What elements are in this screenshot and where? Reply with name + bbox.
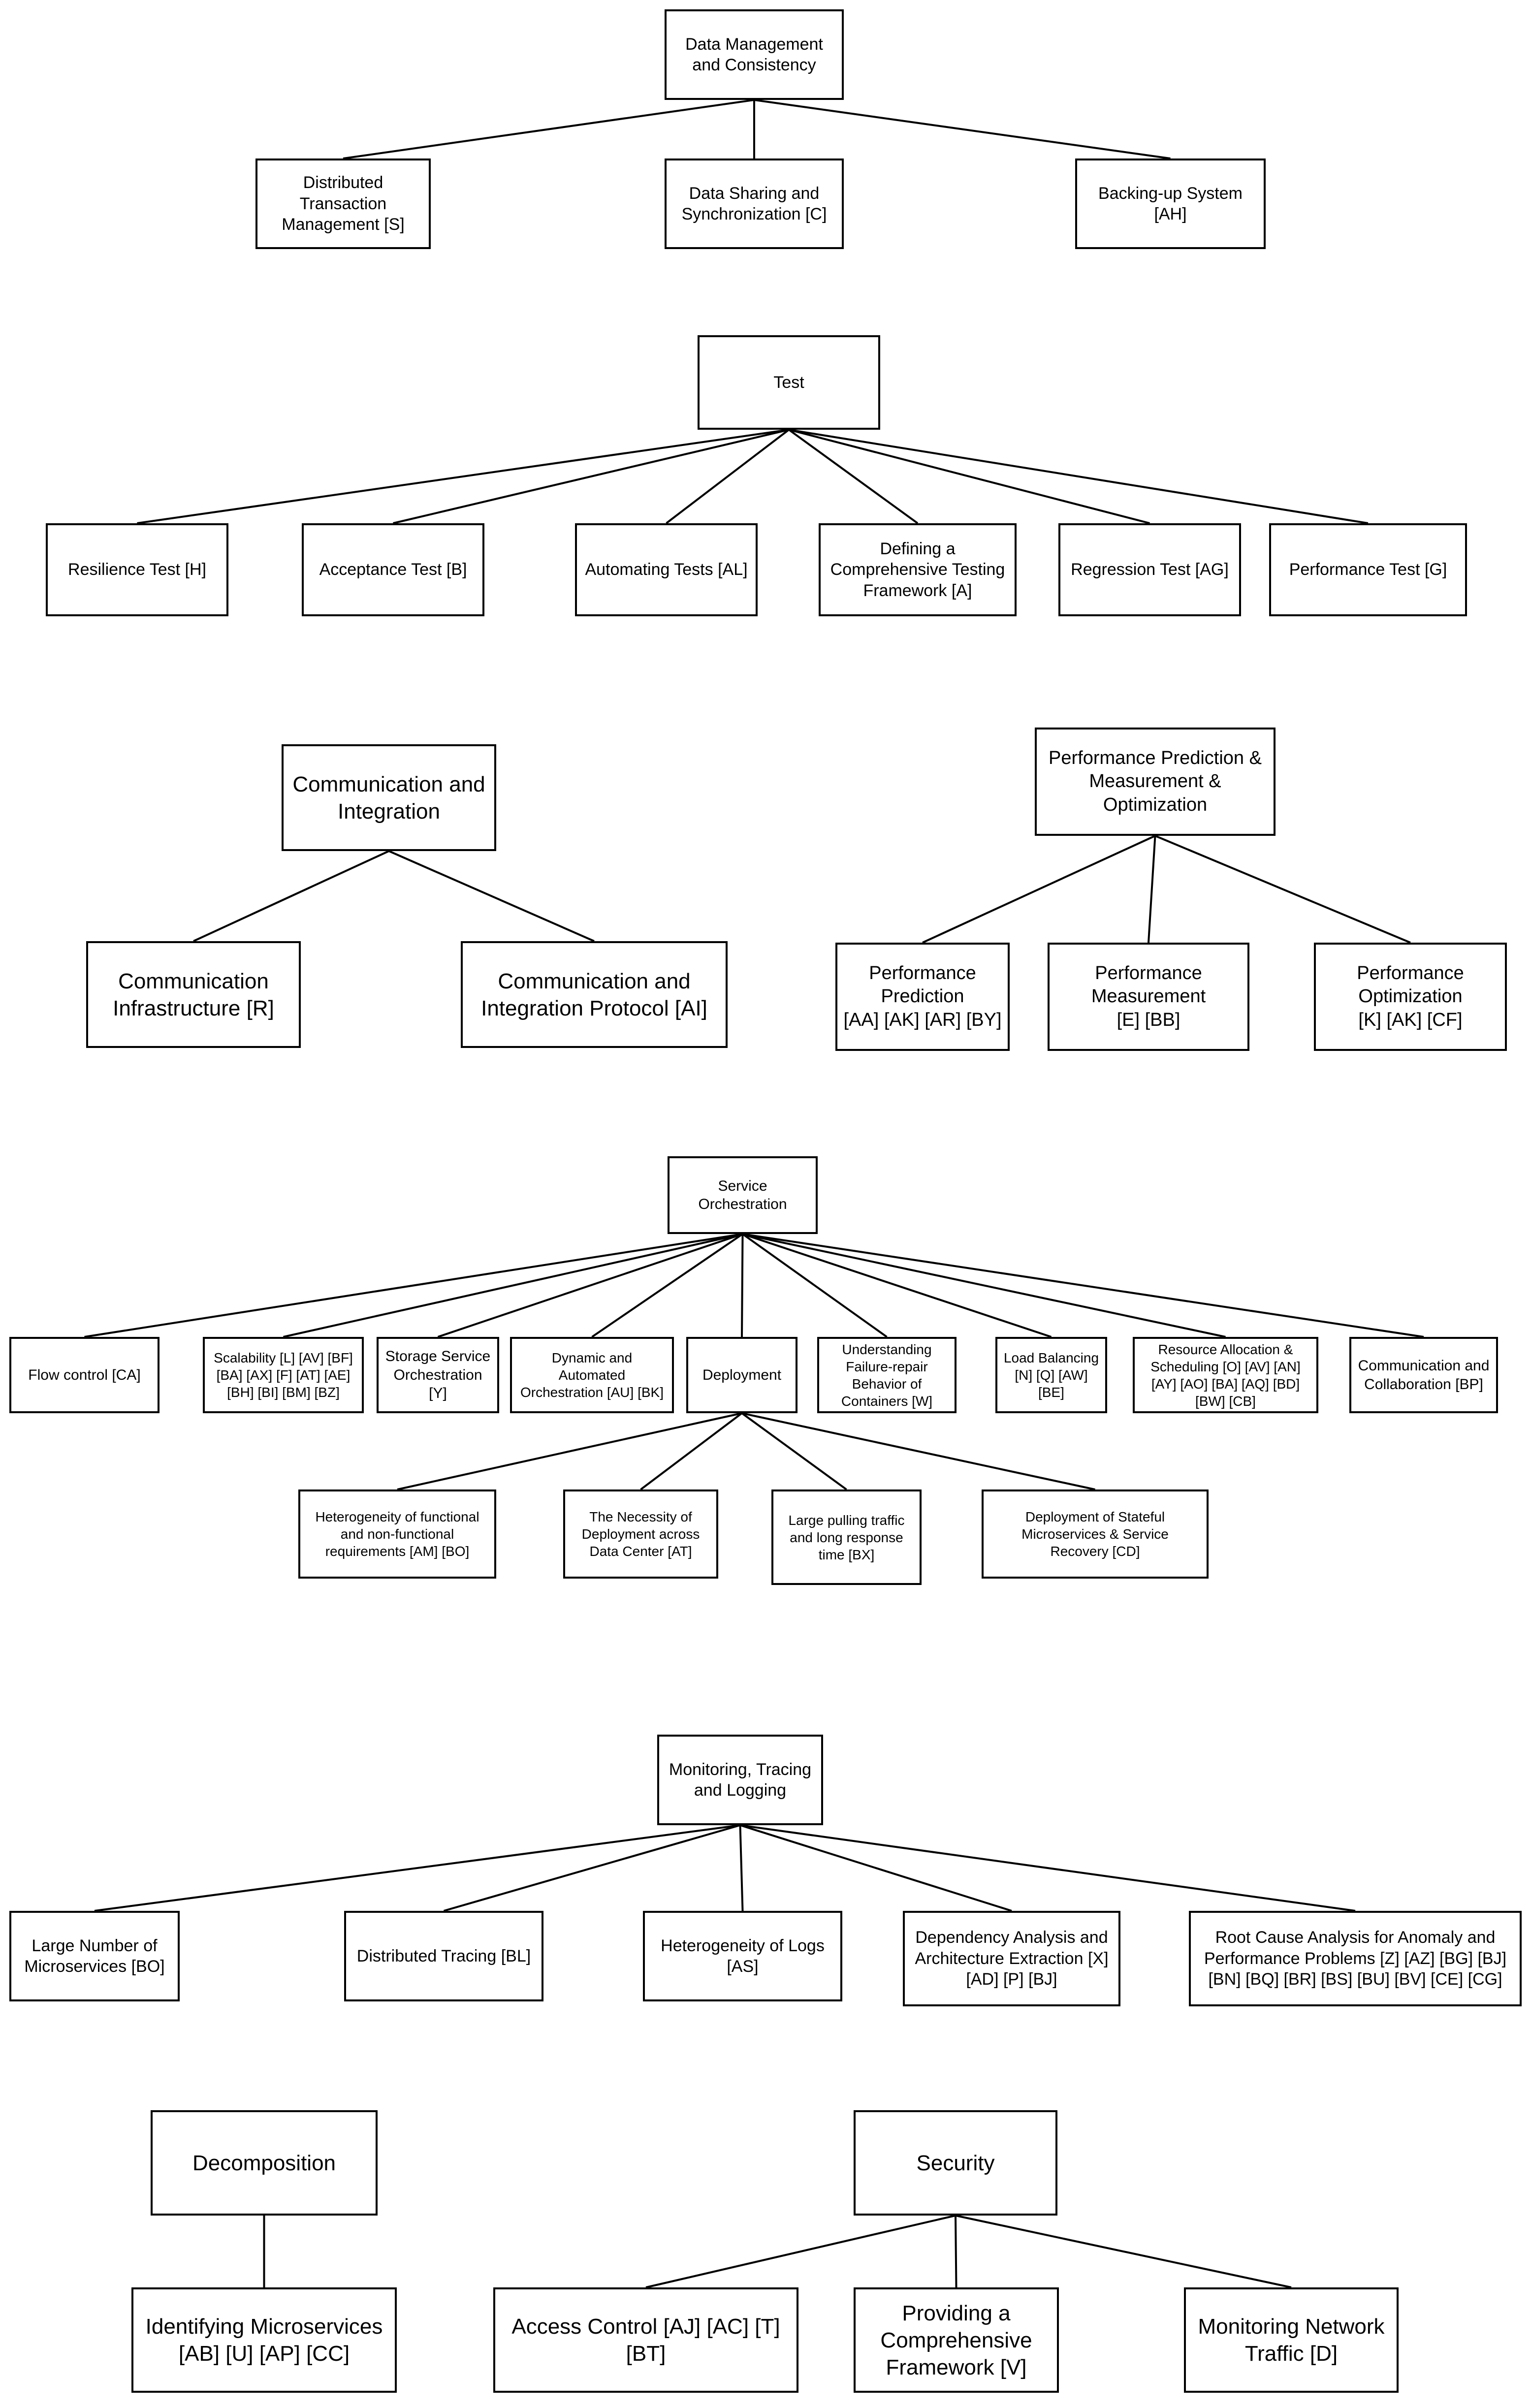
performance-root: Performance Prediction & Measurement & O… xyxy=(1035,728,1276,836)
edge-o-root-o-c4 xyxy=(741,1234,744,1337)
data-management-root: Data Management and Consistency xyxy=(665,9,844,100)
automating-tests-node: Automating Tests [AL] xyxy=(575,523,758,616)
edge-o-root-o-c7 xyxy=(742,1233,1226,1338)
scalability-node: Scalability [L] [AV] [BF] [BA] [AX] [F] … xyxy=(203,1337,364,1413)
performance-prediction-node: Performance Prediction [AA] [AK] [AR] [B… xyxy=(835,943,1010,1051)
decomposition-root: Decomposition xyxy=(151,2110,378,2216)
root-cause-analysis-node: Root Cause Analysis for Anomaly and Perf… xyxy=(1189,1911,1522,2006)
distributed-transaction-node: Distributed Transaction Management [S] xyxy=(255,158,431,249)
edge-m-root-m-c0 xyxy=(94,1824,740,1912)
edge-o-root-o-c3 xyxy=(591,1233,743,1338)
load-balancing-node: Load Balancing [N] [Q] [AW] [BE] xyxy=(995,1337,1107,1413)
edge-o-c4-d-c2 xyxy=(741,1412,847,1490)
edge-s-root-s-c0 xyxy=(645,2215,956,2288)
acceptance-test-node: Acceptance Test [B] xyxy=(302,523,484,616)
regression-test-node: Regression Test [AG] xyxy=(1058,523,1241,616)
edge-t-root-t-c4 xyxy=(788,429,1150,524)
communication-collaboration-node: Communication and Collaboration [BP] xyxy=(1349,1337,1498,1413)
storage-service-node: Storage Service Orchestration [Y] xyxy=(377,1337,499,1413)
edge-o-root-o-c1 xyxy=(283,1233,743,1338)
communication-protocol-node: Communication and Integration Protocol [… xyxy=(461,941,728,1048)
communication-integration-root: Communication and Integration xyxy=(282,744,496,851)
edge-dm-root-dm-c2 xyxy=(754,99,1171,159)
edge-c-root-c-c0 xyxy=(193,850,389,942)
dynamic-orchestration-node: Dynamic and Automated Orchestration [AU]… xyxy=(510,1337,674,1413)
service-orchestration-root: Service Orchestration xyxy=(668,1156,818,1234)
flow-control-node: Flow control [CA] xyxy=(9,1337,159,1413)
large-number-microservices-node: Large Number of Microservices [BO] xyxy=(9,1911,180,2001)
deployment-across-datacenter-node: The Necessity of Deployment across Data … xyxy=(563,1489,718,1579)
performance-optimization-node: Performance Optimization [K] [AK] [CF] xyxy=(1314,943,1507,1051)
performance-test-node: Performance Test [G] xyxy=(1269,523,1467,616)
access-control-node: Access Control [AJ] [AC] [T] [BT] xyxy=(493,2287,798,2393)
edge-p-root-p-c0 xyxy=(922,835,1156,944)
resilience-test-node: Resilience Test [H] xyxy=(46,523,228,616)
distributed-tracing-node: Distributed Tracing [BL] xyxy=(344,1911,543,2001)
edge-m-root-m-c1 xyxy=(443,1824,741,1912)
edge-t-root-t-c5 xyxy=(789,429,1369,524)
edge-m-root-m-c2 xyxy=(739,1825,744,1911)
edge-t-root-t-c3 xyxy=(788,429,919,524)
edge-o-root-o-c0 xyxy=(84,1233,743,1338)
failure-repair-node: Understanding Failure-repair Behavior of… xyxy=(817,1337,957,1413)
dependency-analysis-node: Dependency Analysis and Architecture Ext… xyxy=(903,1911,1120,2006)
backing-up-system-node: Backing-up System [AH] xyxy=(1075,158,1266,249)
edge-o-root-o-c5 xyxy=(742,1233,888,1338)
edge-t-root-t-c0 xyxy=(137,429,789,524)
heterogeneity-requirements-node: Heterogeneity of functional and non-func… xyxy=(298,1489,496,1579)
security-root: Security xyxy=(854,2110,1057,2216)
edge-p-root-p-c1 xyxy=(1148,835,1156,943)
edge-o-c4-d-c3 xyxy=(741,1412,1095,1490)
edge-s-root-s-c2 xyxy=(955,2215,1292,2288)
identifying-microservices-node: Identifying Microservices [AB] [U] [AP] … xyxy=(131,2287,397,2393)
edge-s-root-s-c1 xyxy=(955,2215,957,2288)
monitoring-root: Monitoring, Tracing and Logging xyxy=(657,1735,823,1825)
edge-t-root-t-c2 xyxy=(666,429,790,524)
edge-p-root-p-c2 xyxy=(1154,835,1411,944)
communication-infrastructure-node: Communication Infrastructure [R] xyxy=(86,941,301,1048)
edge-o-root-o-c8 xyxy=(742,1233,1424,1338)
heterogeneity-logs-node: Heterogeneity of Logs [AS] xyxy=(643,1911,842,2001)
edge-m-root-m-c4 xyxy=(740,1824,1356,1912)
comprehensive-framework-node: Providing a Comprehensive Framework [V] xyxy=(854,2287,1059,2393)
edge-o-c4-d-c0 xyxy=(397,1412,742,1490)
resource-allocation-node: Resource Allocation & Scheduling [O] [AV… xyxy=(1133,1337,1318,1413)
edge-o-root-o-c6 xyxy=(742,1233,1052,1338)
edge-m-root-m-c3 xyxy=(739,1824,1012,1912)
edge-t-root-t-c1 xyxy=(393,429,789,524)
testing-framework-node: Defining a Comprehensive Testing Framewo… xyxy=(819,523,1017,616)
stateful-microservices-node: Deployment of Stateful Microservices & S… xyxy=(982,1489,1209,1579)
edge-c-root-c-c1 xyxy=(388,850,595,942)
data-sharing-node: Data Sharing and Synchronization [C] xyxy=(665,158,844,249)
edge-dm-root-dm-c0 xyxy=(343,99,755,159)
deployment-node: Deployment xyxy=(686,1337,797,1413)
performance-measurement-node: Performance Measurement [E] [BB] xyxy=(1048,943,1249,1051)
edge-o-c4-d-c1 xyxy=(640,1412,743,1490)
large-pulling-traffic-node: Large pulling traffic and long response … xyxy=(771,1489,922,1585)
edge-o-root-o-c2 xyxy=(437,1233,743,1338)
monitoring-network-traffic-node: Monitoring Network Traffic [D] xyxy=(1184,2287,1399,2393)
test-root: Test xyxy=(698,335,880,430)
